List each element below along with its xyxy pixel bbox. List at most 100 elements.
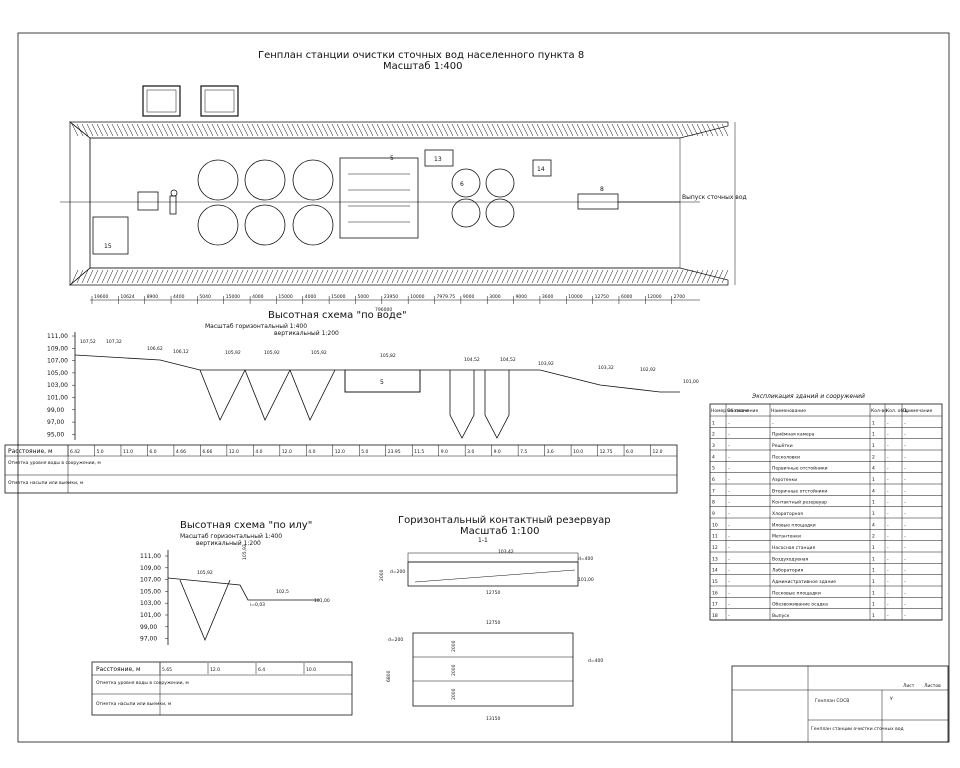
exp-cell: - <box>887 523 889 528</box>
exp-cell: 9 <box>712 511 715 517</box>
hatch-line <box>201 269 209 284</box>
hatch-line <box>306 269 314 284</box>
hatch-line <box>156 123 164 137</box>
hatch-line <box>141 123 149 137</box>
hatch-line <box>396 269 404 284</box>
sludge-level-2: 105,92 <box>242 544 248 560</box>
reservoir-height: 2000 <box>379 569 385 581</box>
hatch-line <box>616 123 624 137</box>
hatch-line <box>201 123 209 137</box>
hatch-line <box>251 269 259 284</box>
secondary-settler-1 <box>451 168 481 198</box>
distance-value: 9.0 <box>494 449 501 455</box>
hatch-line <box>186 123 194 137</box>
hatch-line <box>506 123 514 137</box>
exp-cell: 1 <box>872 613 875 619</box>
hatch-line <box>296 269 304 284</box>
hatch-line <box>406 269 414 284</box>
y-tick-label: 107,00 <box>47 358 68 365</box>
hatch-line <box>76 269 84 284</box>
hatch-line <box>486 269 494 284</box>
primary-settler-1 <box>197 159 239 201</box>
distance-value: 6.66 <box>202 449 212 455</box>
hatch-line <box>171 269 179 284</box>
hatch-line <box>671 269 679 284</box>
explication-title: Экспликация зданий и сооружений <box>751 393 865 400</box>
distance-value: 4.0 <box>308 449 315 455</box>
y-tick-label: 101,00 <box>140 612 161 619</box>
hatch-line <box>371 123 379 137</box>
hatch-line <box>326 123 334 137</box>
exp-cell: - <box>904 591 906 596</box>
water-row-fill-label: Отметка насыпи или выемки, м <box>8 480 83 486</box>
plan-dim-label: 7979.75 <box>437 294 456 300</box>
hatch-line <box>381 123 389 137</box>
hatch-line <box>491 123 499 137</box>
hatch-line <box>431 123 439 137</box>
hatch-line <box>526 269 534 284</box>
hatch-line <box>436 123 444 137</box>
hatch-line <box>311 269 319 284</box>
plan-dim-label: 3600 <box>542 294 554 300</box>
exp-cell: 8 <box>712 500 715 506</box>
hatch-line <box>351 269 359 284</box>
plan-dim-label: 4000 <box>252 294 264 300</box>
sludge-slope: i=0,03 <box>250 602 265 608</box>
distance-value: 10.0 <box>573 449 583 455</box>
hatch-line <box>551 123 559 137</box>
plan-dim-label: 12750 <box>595 294 609 300</box>
water-level-label: 103,92 <box>538 361 554 367</box>
exp-cell: Вторичные отстойники <box>772 487 827 494</box>
hatch-line <box>256 269 264 284</box>
hatch-line <box>391 269 399 284</box>
hatch-line <box>106 269 114 284</box>
hatch-line <box>691 123 699 137</box>
hatch-line <box>331 269 339 284</box>
exp-cell: 4 <box>872 522 875 528</box>
hatch-line <box>491 269 499 284</box>
outlet-label: Выпуск сточных вод <box>682 194 747 201</box>
distance-value: 4.66 <box>176 449 186 455</box>
hatch-line <box>121 123 129 137</box>
hatch-line <box>301 123 309 137</box>
y-tick-label: 97,00 <box>140 636 157 643</box>
hatch-line <box>521 123 529 137</box>
hatch-line <box>401 269 409 284</box>
hatch-line <box>531 269 539 284</box>
reservoir-section-slope <box>414 569 576 583</box>
exp-cell: - <box>728 478 730 483</box>
hatch-line <box>711 123 719 137</box>
hatch-line <box>246 123 254 137</box>
primary-settler-3 <box>197 204 239 246</box>
hatch-line <box>721 269 729 284</box>
aerotank-5 <box>339 157 419 239</box>
hatch-line <box>626 269 634 284</box>
title-block-frame <box>731 665 949 743</box>
exp-cell: - <box>887 614 889 619</box>
hatch-line <box>361 123 369 137</box>
exp-cell: - <box>728 591 730 596</box>
sheet-scale: Масштаб 1:400 <box>383 61 463 72</box>
sludge-row-distance-label: Расстояние, м <box>96 666 141 673</box>
hatch-line <box>586 269 594 284</box>
plan-dim-label: 19600 <box>94 294 108 300</box>
hatch-line <box>266 123 274 137</box>
hatch-line <box>656 123 664 137</box>
hatch-line <box>156 269 164 284</box>
hatch-line <box>706 123 714 137</box>
exp-cell: - <box>728 546 730 551</box>
water-level-label: 103,32 <box>598 365 614 371</box>
hatch-line <box>426 269 434 284</box>
hatch-line <box>516 269 524 284</box>
exp-cell: - <box>904 535 906 540</box>
water-level-label: 107,52 <box>80 339 96 345</box>
building-8-label: 8 <box>600 186 604 193</box>
channel <box>169 195 177 215</box>
water-row-distance-label: Расстояние, м <box>8 448 53 455</box>
sludge-bed-2 <box>200 85 239 117</box>
hatch-line <box>481 123 489 137</box>
hatch-line <box>701 269 709 284</box>
